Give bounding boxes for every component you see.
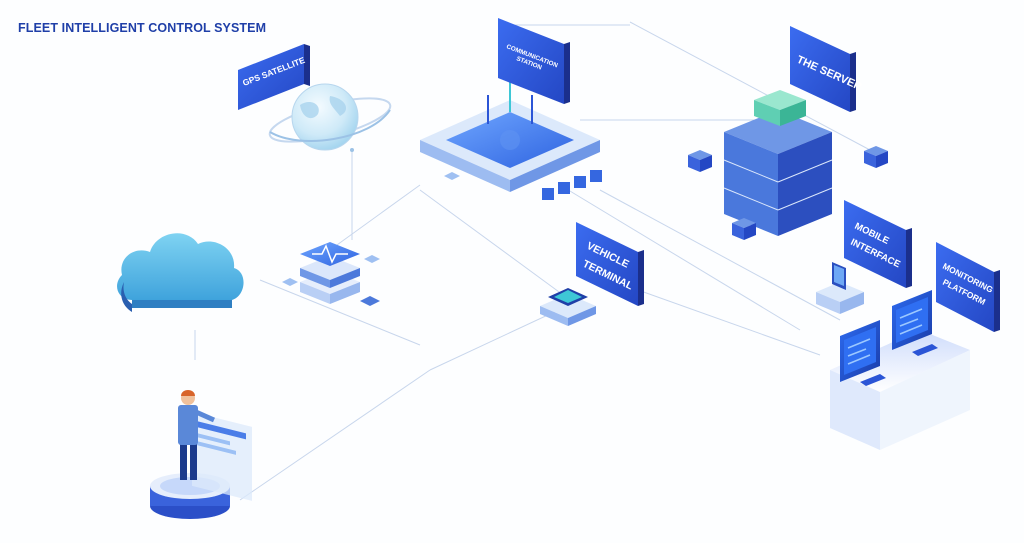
vehicle-terminal-icon xyxy=(540,288,596,326)
communication-station-icon xyxy=(420,70,602,200)
cloud-icon xyxy=(117,233,244,312)
monitoring-platform-sign: MONITORING PLATFORM xyxy=(936,242,1000,332)
gps-satellite-sign: GPS SATELLITE xyxy=(238,44,310,110)
mobile-interface-sign: MOBILE INTERFACE xyxy=(844,200,912,288)
server-icon xyxy=(688,90,888,240)
diagram-title: FLEET INTELLIGENT CONTROL SYSTEM xyxy=(18,21,267,35)
server-sign: THE SERVER xyxy=(790,26,864,112)
communication-station-sign: COMMUNICATION STATION xyxy=(498,18,570,104)
vehicle-terminal-sign: VEHICLE TERMINAL xyxy=(576,222,644,306)
gps-satellite-icon xyxy=(268,83,392,152)
mobile-interface-icon xyxy=(816,262,864,314)
network-node-icon xyxy=(282,242,380,306)
operator-icon xyxy=(150,390,252,519)
monitoring-platform-icon xyxy=(830,290,970,450)
connection-lines xyxy=(194,21,871,501)
